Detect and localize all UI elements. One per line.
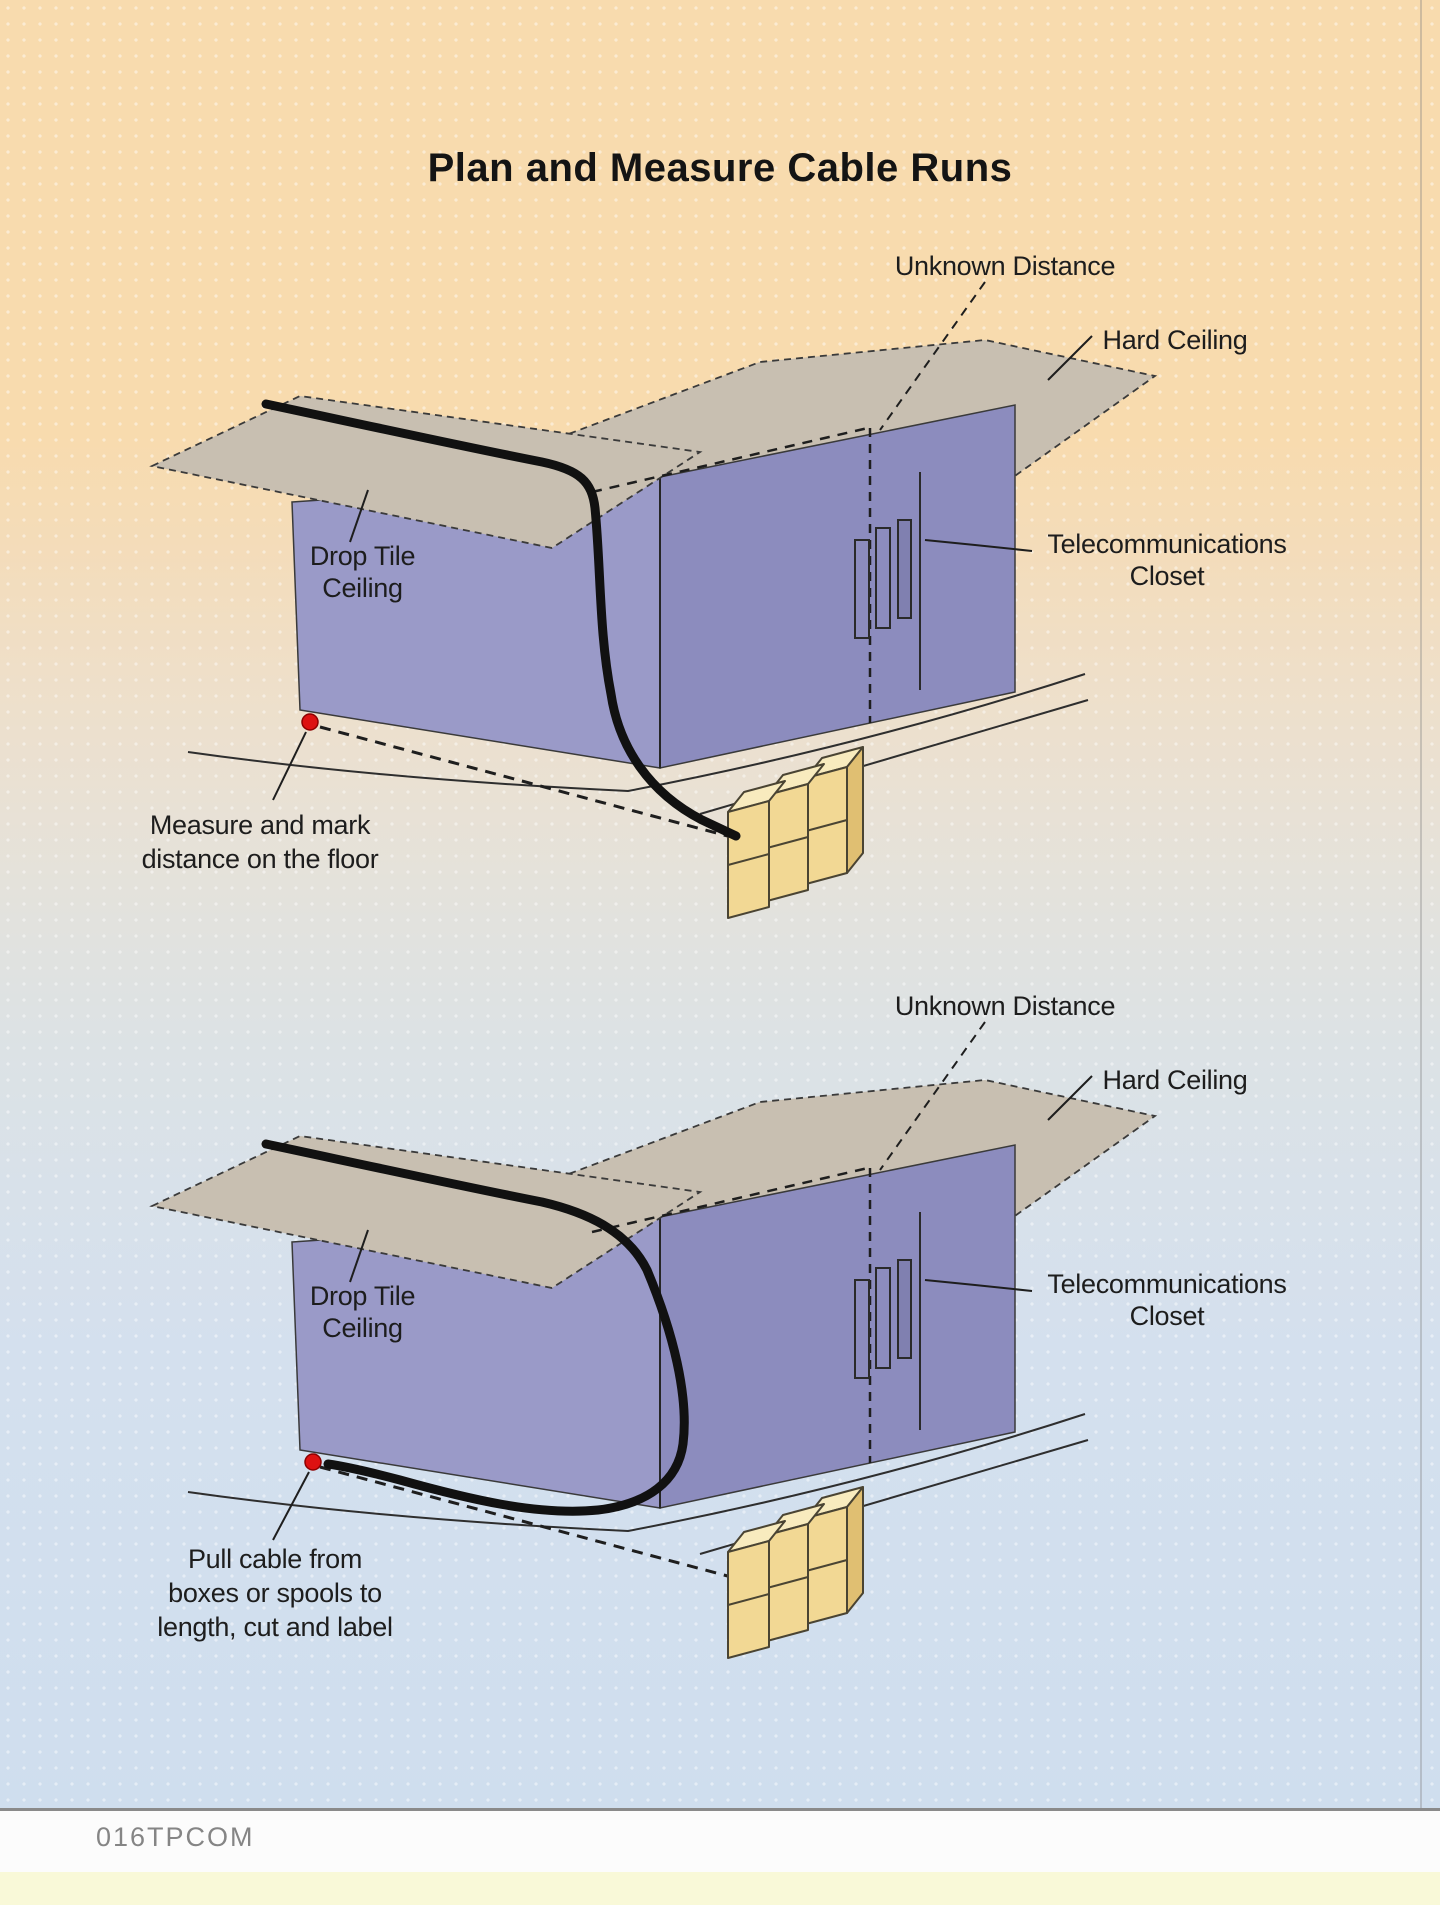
label-line: Drop Tile bbox=[309, 1281, 416, 1311]
figure-code: 016TPCOM bbox=[96, 1822, 255, 1852]
label-drop-tile-top: Drop Tile Ceiling bbox=[290, 540, 435, 604]
diagram-background bbox=[0, 0, 1440, 1808]
page-title: Plan and Measure Cable Runs bbox=[427, 146, 1013, 190]
label-unknown-distance-bottom: Unknown Distance bbox=[894, 991, 1116, 1021]
floor-mark-red-dot bbox=[301, 713, 319, 731]
caption-line: distance on the floor bbox=[141, 844, 379, 874]
caption-measure-and-mark: Measure and mark distance on the floor bbox=[110, 808, 410, 876]
label-hard-ceiling-top: Hard Ceiling bbox=[1102, 325, 1248, 355]
cable-end-red-dot bbox=[304, 1453, 322, 1471]
label-telecom-closet-top: Telecommunications Closet bbox=[1022, 528, 1312, 592]
label-line: Drop Tile bbox=[309, 541, 416, 571]
label-line: Ceiling bbox=[322, 573, 403, 603]
content-right-border bbox=[1420, 0, 1422, 1808]
label-drop-tile-bottom: Drop Tile Ceiling bbox=[290, 1280, 435, 1344]
caption-pull-cable: Pull cable from boxes or spools to lengt… bbox=[105, 1542, 445, 1644]
label-line: Closet bbox=[1129, 561, 1205, 591]
cable-bottom bbox=[261, 1139, 689, 1516]
pull-caption-leader bbox=[272, 1471, 310, 1541]
label-line: Ceiling bbox=[322, 1313, 403, 1343]
diagram-bottom bbox=[150, 1020, 1157, 1660]
label-hard-ceiling-bottom: Hard Ceiling bbox=[1102, 1065, 1248, 1095]
footer-yellow-band bbox=[0, 1872, 1440, 1905]
label-telecom-closet-bottom: Telecommunications Closet bbox=[1022, 1268, 1312, 1332]
diagram-top bbox=[150, 280, 1157, 920]
caption-line: Measure and mark bbox=[149, 810, 371, 840]
footer-strip bbox=[0, 1808, 1440, 1872]
label-line: Telecommunications bbox=[1047, 1269, 1287, 1299]
caption-line: boxes or spools to bbox=[168, 1578, 382, 1608]
label-unknown-distance-top: Unknown Distance bbox=[894, 251, 1116, 281]
label-line: Telecommunications bbox=[1047, 529, 1287, 559]
caption-line: Pull cable from bbox=[187, 1544, 363, 1574]
caption-line: length, cut and label bbox=[157, 1612, 393, 1642]
cable-top bbox=[261, 399, 741, 841]
label-line: Closet bbox=[1129, 1301, 1205, 1331]
measure-caption-leader bbox=[272, 731, 307, 801]
